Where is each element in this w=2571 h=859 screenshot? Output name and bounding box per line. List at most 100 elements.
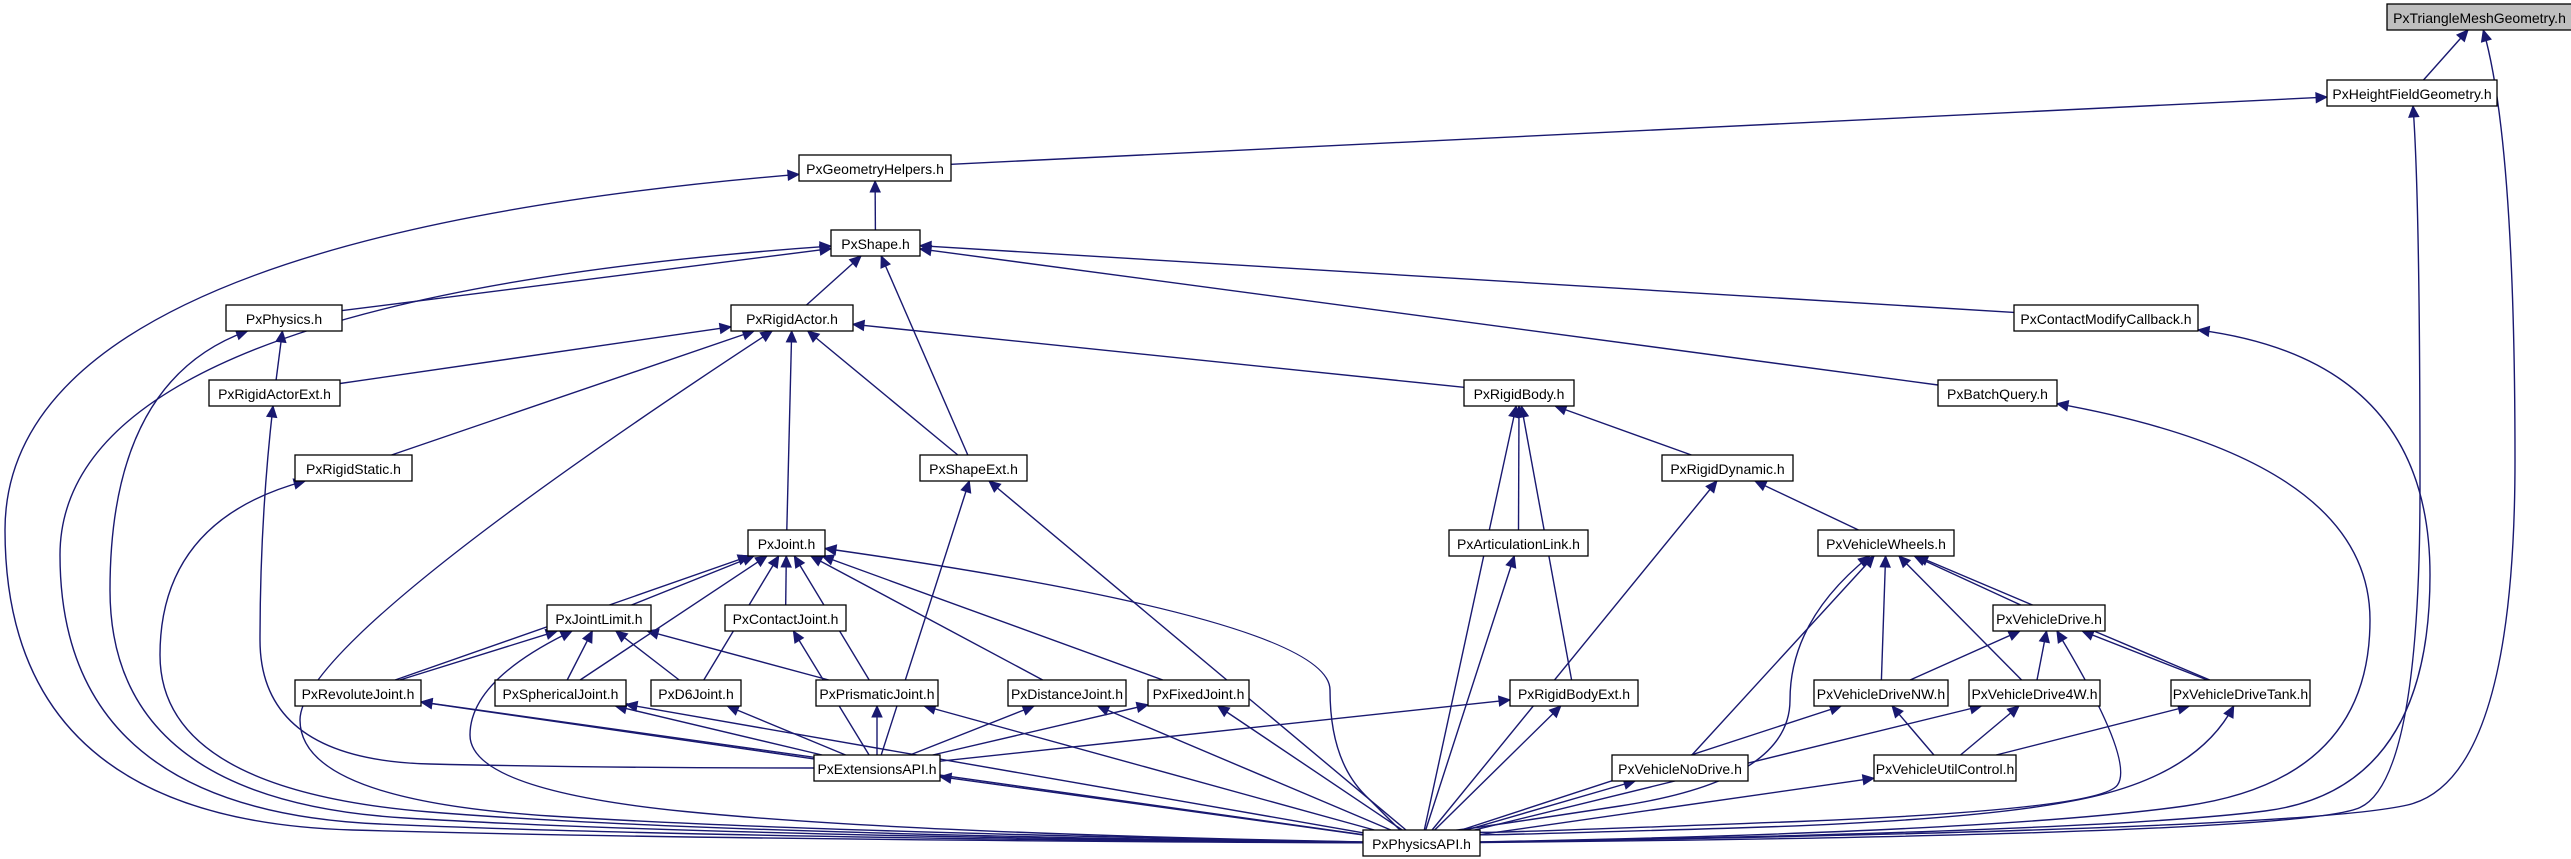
node-box[interactable] bbox=[1463, 379, 1575, 407]
node-vdrive[interactable]: PxVehicleDrive.h bbox=[1992, 604, 2106, 632]
node-joint[interactable]: PxJoint.h bbox=[747, 529, 826, 557]
edge-line bbox=[786, 330, 793, 531]
edge-line bbox=[950, 96, 2328, 165]
arrowhead-icon bbox=[848, 255, 862, 269]
node-box[interactable] bbox=[208, 379, 341, 407]
node-jlim[interactable]: PxJointLimit.h bbox=[546, 604, 652, 632]
edge-extapi-to-raext bbox=[259, 404, 815, 769]
edge-sph-to-joint bbox=[579, 555, 768, 681]
edge-line bbox=[1431, 480, 1718, 831]
node-box[interactable] bbox=[294, 454, 413, 482]
node-box[interactable] bbox=[724, 604, 847, 632]
node-shape[interactable]: PxShape.h bbox=[830, 229, 921, 257]
edge-line bbox=[924, 705, 1375, 831]
node-rev[interactable]: PxRevoluteJoint.h bbox=[294, 679, 422, 707]
node-vwh[interactable]: PxVehicleWheels.h bbox=[1817, 529, 1955, 557]
node-box[interactable] bbox=[1448, 529, 1589, 557]
node-box[interactable] bbox=[1968, 679, 2101, 707]
edge-papi-to-tri bbox=[1479, 28, 2516, 843]
node-box[interactable] bbox=[1147, 679, 1250, 707]
node-vnw[interactable]: PxVehicleDriveNW.h bbox=[1813, 679, 1949, 707]
node-box[interactable] bbox=[1992, 604, 2106, 632]
node-dist[interactable]: PxDistanceJoint.h bbox=[1007, 679, 1127, 707]
node-box[interactable] bbox=[813, 754, 941, 782]
node-alink[interactable]: PxArticulationLink.h bbox=[1448, 529, 1589, 557]
node-tri[interactable]: PxTriangleMeshGeometry.h bbox=[2386, 3, 2571, 31]
node-cjoint[interactable]: PxContactJoint.h bbox=[724, 604, 847, 632]
node-box[interactable] bbox=[2013, 304, 2199, 332]
node-box[interactable] bbox=[1817, 529, 1955, 557]
node-geoh[interactable]: PxGeometryHelpers.h bbox=[798, 154, 952, 182]
node-label: PxRigidActorExt.h bbox=[218, 386, 331, 402]
edge-line bbox=[59, 245, 1364, 844]
node-box[interactable] bbox=[747, 529, 826, 557]
node-rbody[interactable]: PxRigidBody.h bbox=[1463, 379, 1575, 407]
arrowhead-icon bbox=[960, 479, 972, 494]
node-raext[interactable]: PxRigidActorExt.h bbox=[208, 379, 341, 407]
node-v4w[interactable]: PxVehicleDrive4W.h bbox=[1968, 679, 2101, 707]
node-papi[interactable]: PxPhysicsAPI.h bbox=[1362, 829, 1481, 857]
edge-line bbox=[1909, 630, 2021, 681]
edge-line bbox=[1996, 705, 2190, 756]
node-rbext[interactable]: PxRigidBodyExt.h bbox=[1509, 679, 1639, 707]
node-box[interactable] bbox=[1937, 379, 2058, 407]
edge-vtank-to-vdrive bbox=[2081, 629, 2208, 681]
edge-papi-to-sph bbox=[624, 700, 1364, 834]
node-hfg[interactable]: PxHeightFieldGeometry.h bbox=[2326, 79, 2498, 107]
arrowhead-icon bbox=[2055, 400, 2070, 412]
node-fix[interactable]: PxFixedJoint.h bbox=[1147, 679, 1250, 707]
node-box[interactable] bbox=[225, 304, 343, 332]
edge-line bbox=[919, 245, 2015, 314]
node-box[interactable] bbox=[2170, 679, 2311, 707]
edge-line bbox=[109, 330, 1364, 844]
node-box[interactable] bbox=[546, 604, 652, 632]
edge-line bbox=[880, 255, 969, 456]
node-box[interactable] bbox=[1661, 454, 1794, 482]
node-box[interactable] bbox=[650, 679, 742, 707]
arrowhead-icon bbox=[754, 555, 768, 568]
edge-papi-to-ractor bbox=[299, 330, 1364, 843]
node-box[interactable] bbox=[1007, 679, 1127, 707]
node-d6[interactable]: PxD6Joint.h bbox=[650, 679, 742, 707]
node-box[interactable] bbox=[730, 304, 854, 332]
node-box[interactable] bbox=[1873, 754, 2017, 782]
node-box[interactable] bbox=[494, 679, 627, 707]
edge-alink-to-rbody bbox=[1513, 404, 1525, 531]
node-label: PxVehicleWheels.h bbox=[1826, 536, 1946, 552]
node-pri[interactable]: PxPrismaticJoint.h bbox=[815, 679, 939, 707]
edge-raext-to-ractor bbox=[339, 322, 733, 385]
node-ractor[interactable]: PxRigidActor.h bbox=[730, 304, 854, 332]
node-cmc[interactable]: PxContactModifyCallback.h bbox=[2013, 304, 2199, 332]
node-sext[interactable]: PxShapeExt.h bbox=[919, 454, 1028, 482]
node-extapi[interactable]: PxExtensionsAPI.h bbox=[813, 754, 941, 782]
node-box[interactable] bbox=[798, 154, 952, 182]
arrowhead-icon bbox=[809, 555, 824, 567]
arrowhead-icon bbox=[736, 554, 751, 566]
node-vtank[interactable]: PxVehicleDriveTank.h bbox=[2170, 679, 2311, 707]
node-box[interactable] bbox=[2326, 79, 2498, 107]
edge-line bbox=[939, 699, 1511, 762]
node-rdyn[interactable]: PxRigidDynamic.h bbox=[1661, 454, 1794, 482]
node-box[interactable] bbox=[919, 454, 1028, 482]
node-box[interactable] bbox=[830, 229, 921, 257]
arrowhead-icon bbox=[1879, 554, 1891, 568]
node-bq[interactable]: PxBatchQuery.h bbox=[1937, 379, 2058, 407]
node-rstat[interactable]: PxRigidStatic.h bbox=[294, 454, 413, 482]
node-box[interactable] bbox=[294, 679, 422, 707]
node-label: PxRigidBodyExt.h bbox=[1518, 686, 1630, 702]
node-vutil[interactable]: PxVehicleUtilControl.h bbox=[1873, 754, 2017, 782]
edge-sext-to-ractor bbox=[806, 330, 959, 456]
node-box[interactable] bbox=[1813, 679, 1949, 707]
arrowhead-icon bbox=[718, 322, 733, 335]
node-box[interactable] bbox=[1611, 754, 1749, 782]
node-box[interactable] bbox=[1362, 829, 1481, 857]
node-sph[interactable]: PxSphericalJoint.h bbox=[494, 679, 627, 707]
edge-line bbox=[469, 630, 1364, 843]
node-phys[interactable]: PxPhysics.h bbox=[225, 304, 343, 332]
edge-v4w-to-vdrive bbox=[2036, 629, 2050, 681]
node-box[interactable] bbox=[1509, 679, 1639, 707]
root-node-box[interactable] bbox=[2386, 3, 2571, 31]
node-vnod[interactable]: PxVehicleNoDrive.h bbox=[1611, 754, 1749, 782]
edge-line bbox=[1217, 705, 1403, 831]
node-box[interactable] bbox=[815, 679, 939, 707]
